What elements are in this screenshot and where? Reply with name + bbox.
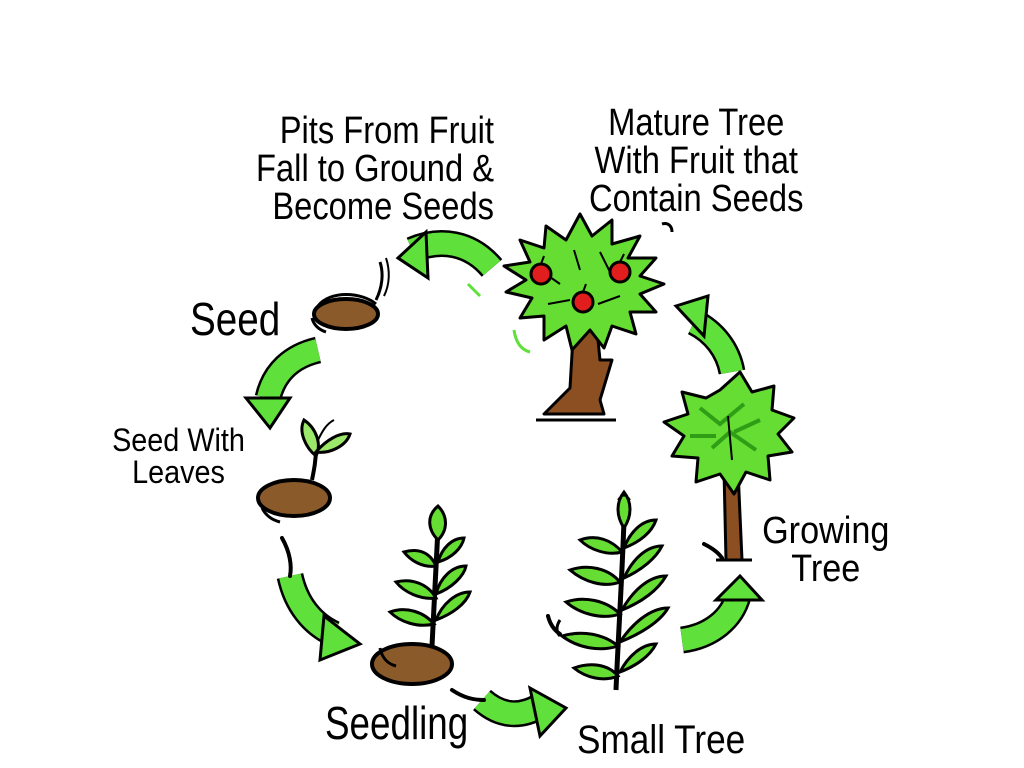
seed-with-leaves-icon: [256, 417, 352, 524]
arrow-small-to-growing: [679, 573, 766, 654]
label-seed-with-leaves: Seed With Leaves: [102, 424, 255, 488]
label-line: Mature Tree: [608, 102, 785, 144]
label-seed: Seed: [190, 296, 280, 342]
label-line: Seedling: [325, 697, 469, 749]
label-line: Tree: [791, 548, 861, 590]
label-line: Seed With: [112, 422, 245, 458]
growing-tree-icon: [662, 370, 796, 562]
label-line: Contain Seeds: [589, 178, 804, 220]
mature-tree-icon: [466, 212, 666, 422]
label-seedling: Seedling: [325, 700, 468, 746]
arrow-fruit-to-seed: [395, 228, 503, 281]
label-small-tree: Small Tree: [577, 720, 745, 760]
arrow-growing-to-mature: [673, 293, 746, 376]
label-line: Seed: [190, 293, 281, 345]
small-tree-icon: [558, 489, 671, 691]
label-line: Small Tree: [577, 718, 746, 762]
arrow-seedling-to-small-tree: [473, 685, 569, 740]
decorative-strokes: [555, 222, 674, 638]
seedling-icon: [370, 503, 473, 686]
seed-icon: [310, 257, 390, 334]
label-line: With Fruit that: [594, 140, 798, 182]
label-line: Leaves: [132, 454, 225, 490]
label-line: Growing: [762, 510, 890, 552]
arrow-seed-to-leaves: [242, 336, 322, 431]
label-line: Fall to Ground &: [256, 148, 494, 190]
arrow-leaves-to-seedling: [276, 572, 363, 663]
label-mature-tree: Mature Tree With Fruit that Contain Seed…: [578, 104, 815, 218]
label-growing-tree: Growing Tree: [756, 512, 896, 588]
label-line: Become Seeds: [272, 186, 494, 228]
label-line: Pits From Fruit: [279, 110, 494, 152]
label-pits-from-fruit: Pits From Fruit Fall to Ground & Become …: [236, 112, 494, 226]
